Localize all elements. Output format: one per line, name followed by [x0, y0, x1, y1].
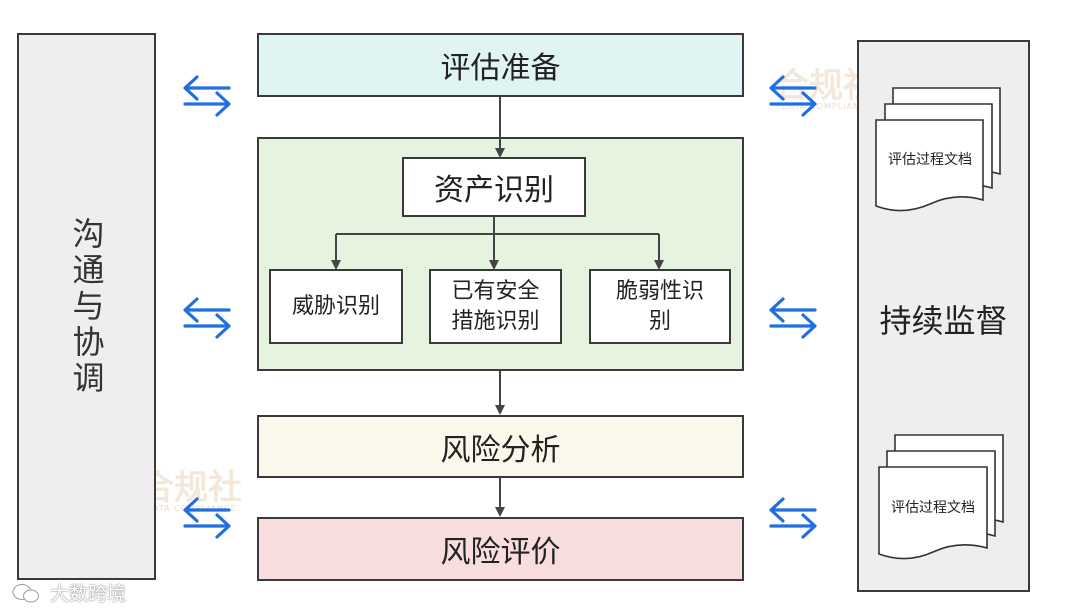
existing-safeguards-label-line1: 已有安全 — [451, 278, 540, 304]
risk-evaluation-label: 风险评价 — [440, 535, 561, 570]
document-stack-icon: 评估过程文档 — [875, 87, 1001, 212]
assessment-preparation-box: 评估准备 — [257, 33, 744, 97]
watermark-logo-bottom: 合规社 — [140, 468, 242, 508]
asset-identification-label: 资产识别 — [434, 173, 554, 208]
vulnerability-label-line2: 别 — [648, 308, 671, 334]
bidirectional-arrow-icon — [769, 297, 817, 339]
bidirectional-arrow-icon — [769, 497, 817, 539]
existing-safeguards-box: 已有安全 措施识别 — [429, 269, 562, 344]
communication-coordination-label: 沟通与协调 — [67, 216, 106, 397]
asset-identification-box: 资产识别 — [402, 157, 586, 217]
threat-identification-label: 威胁识别 — [291, 293, 380, 319]
risk-analysis-label: 风险分析 — [440, 432, 561, 468]
communication-coordination-panel: 沟通与协调 — [17, 33, 156, 580]
vulnerability-identification-box: 脆弱性识 别 — [589, 269, 731, 344]
document-label-2: 评估过程文档 — [891, 500, 975, 516]
brand-caption: 大数跨境 — [50, 579, 126, 606]
risk-evaluation-box: 风险评价 — [257, 517, 744, 581]
bidirectional-arrow-icon — [183, 75, 231, 117]
assessment-preparation-label: 评估准备 — [440, 51, 561, 86]
bidirectional-arrow-icon — [769, 75, 817, 117]
bidirectional-arrow-icon — [183, 297, 231, 339]
wechat-icon — [12, 584, 39, 603]
watermark-subtext-top: DATA COMPLIANCE — [782, 102, 873, 111]
document-label-1: 评估过程文档 — [888, 152, 972, 168]
existing-safeguards-label-line2: 措施识别 — [451, 308, 540, 334]
document-stack-icon: 评估过程文档 — [878, 434, 1004, 560]
threat-identification-box: 威胁识别 — [269, 269, 403, 344]
continuous-monitoring-label: 持续监督 — [879, 302, 1008, 340]
brand-text: 大数跨境 — [50, 583, 127, 605]
bidirectional-arrow-icon — [183, 497, 231, 539]
vulnerability-label-line1: 脆弱性识 — [615, 278, 704, 304]
risk-analysis-box: 风险分析 — [257, 415, 744, 478]
